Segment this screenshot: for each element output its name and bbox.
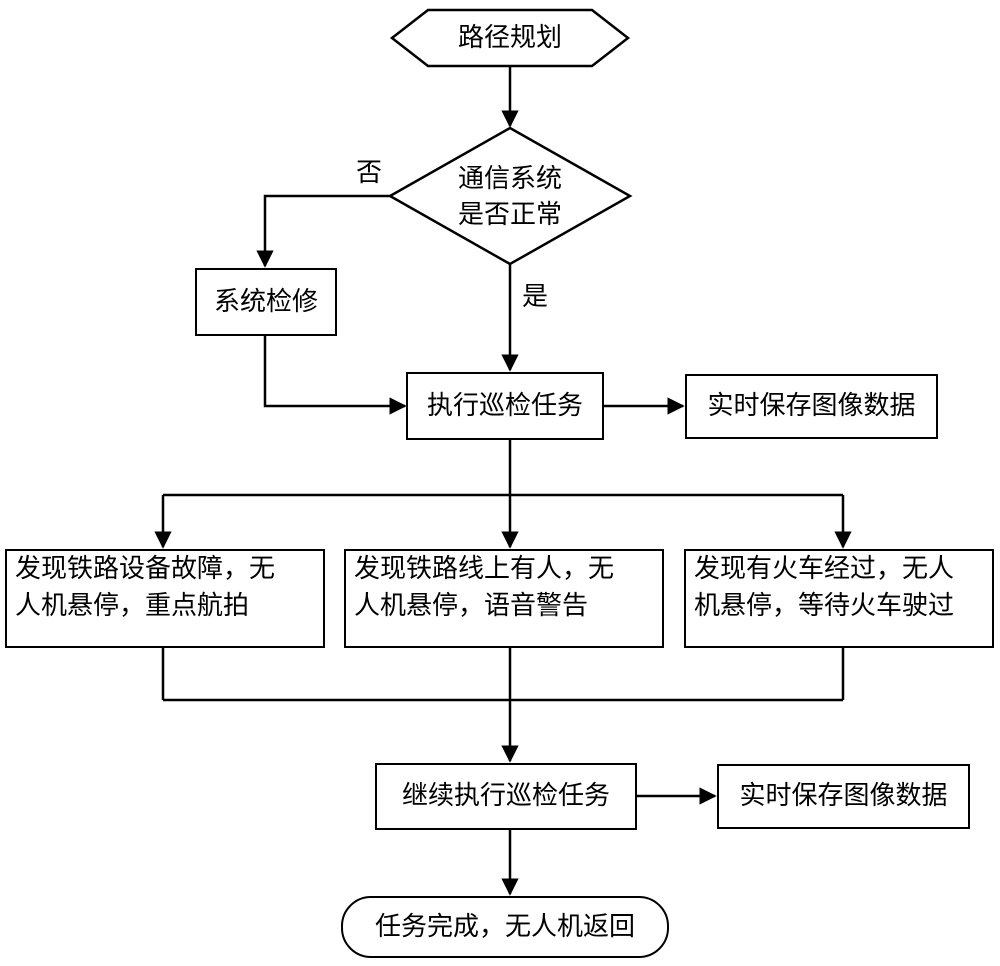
decision-line-1: 通信系统 — [457, 164, 562, 194]
case-train-node: 发现有火车经过，无人 机悬停，等待火车驶过 — [684, 549, 994, 648]
case-train-line-1: 发现有火车经过，无人 — [694, 554, 955, 584]
edge-label-yes: 是 — [522, 282, 549, 312]
save-image-label-2: 实时保存图像数据 — [739, 781, 948, 811]
save-image-label-1: 实时保存图像数据 — [707, 391, 916, 421]
save-image-node-1: 实时保存图像数据 — [685, 374, 938, 439]
save-image-node-2: 实时保存图像数据 — [717, 764, 970, 829]
arrow-repair-to-patrol — [263, 336, 407, 415]
case-person-node: 发现铁路线上有人，无 人机悬停，语音警告 — [344, 549, 664, 648]
decision-node: 通信系统 是否正常 — [420, 160, 600, 234]
edge-label-no: 否 — [356, 158, 383, 188]
case-person-line-2: 人机悬停，语音警告 — [354, 591, 589, 621]
case-fault-node: 发现铁路设备故障，无 人机悬停，重点航拍 — [5, 549, 325, 648]
continue-patrol-label: 继续执行巡检任务 — [401, 781, 610, 811]
arrow-decision-no-to-repair — [256, 194, 390, 268]
case-fault-line-1: 发现铁路设备故障，无 — [15, 554, 276, 584]
end-label: 任务完成，无人机返回 — [374, 911, 635, 942]
continue-patrol-node: 继续执行巡检任务 — [375, 763, 637, 830]
start-node: 路径规划 — [428, 10, 592, 66]
case-train-line-2: 机悬停，等待火车驶过 — [694, 591, 955, 621]
end-node: 任务完成，无人机返回 — [341, 896, 669, 958]
repair-label: 系统检修 — [213, 286, 318, 317]
start-label: 路径规划 — [457, 23, 562, 53]
case-person-line-1: 发现铁路线上有人，无 — [354, 554, 615, 584]
patrol-label: 执行巡检任务 — [426, 390, 583, 421]
case-fault-line-2: 人机悬停，重点航拍 — [15, 591, 250, 621]
start-hexagon-shape — [389, 8, 631, 68]
decision-line-2: 是否正常 — [457, 200, 562, 230]
repair-node: 系统检修 — [195, 268, 337, 336]
patrol-node: 执行巡检任务 — [406, 372, 604, 440]
